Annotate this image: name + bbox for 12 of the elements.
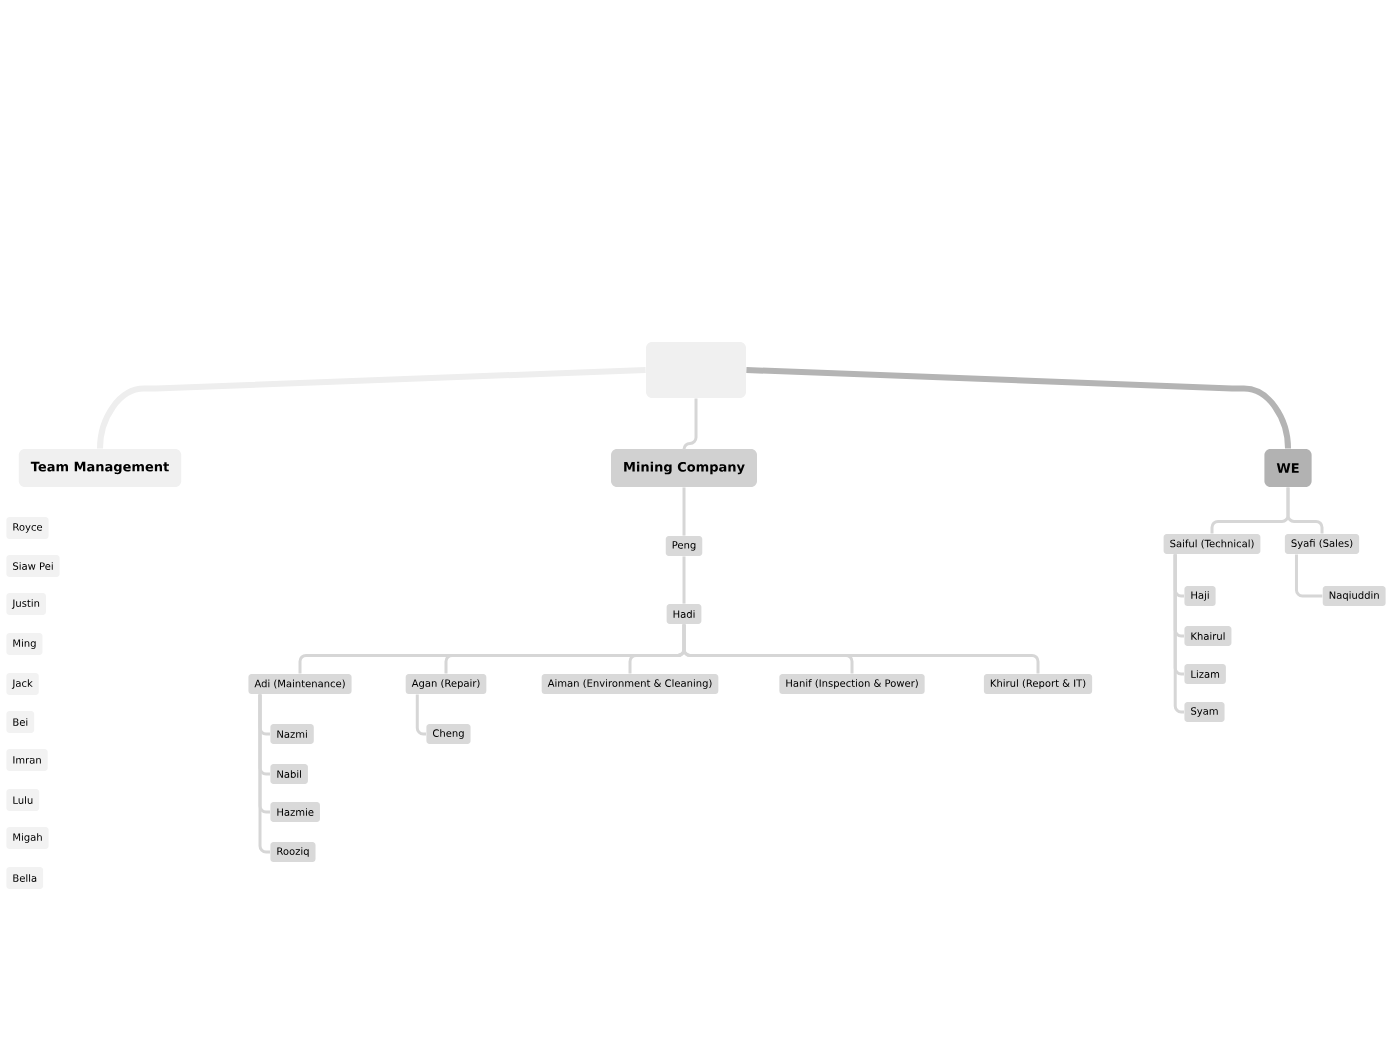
connector-line [682, 556, 686, 604]
connector-line [682, 398, 698, 451]
connector-line [97, 367, 646, 449]
connector-line [415, 694, 426, 736]
connector-line [682, 624, 1040, 674]
connector-line [1286, 487, 1324, 534]
connector-line [682, 487, 686, 536]
connector-line [258, 694, 270, 854]
connector-line [1294, 554, 1323, 598]
root-box [646, 342, 746, 398]
connector-line [746, 367, 1291, 449]
connector-line [1173, 554, 1184, 714]
